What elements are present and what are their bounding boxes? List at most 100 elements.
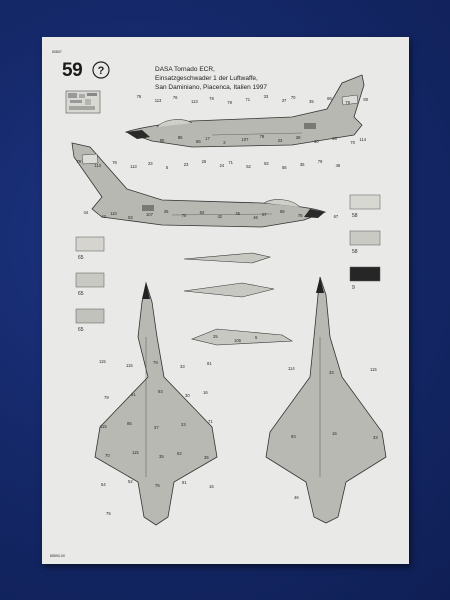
callout-number: 52	[177, 451, 182, 456]
callout-number: 46	[294, 495, 299, 501]
callout-number: 115	[99, 359, 106, 364]
swatch-5	[349, 230, 381, 246]
side-view-mirrored	[71, 142, 327, 228]
swatch-code-label: 65	[78, 291, 84, 297]
callout-number: 107	[145, 212, 153, 217]
callout-number: 75	[106, 511, 111, 516]
callout-number: 115	[126, 363, 133, 368]
callout-number: 17	[205, 136, 210, 141]
callout-number: 33	[373, 435, 378, 440]
callout-number: 110	[110, 211, 117, 216]
callout-number: 35	[309, 99, 314, 104]
callout-number: 53	[128, 215, 133, 220]
callout-number: 23	[147, 161, 153, 166]
plan-view-right	[265, 276, 387, 524]
callout-number: 5	[255, 335, 258, 340]
callout-number: 71	[208, 419, 213, 424]
svg-text:?: ?	[98, 65, 105, 77]
callout-number: 78	[209, 96, 214, 101]
callout-number: 75	[155, 483, 160, 488]
callout-number: 91	[182, 480, 187, 485]
callout-number: 106	[234, 338, 241, 343]
callout-number: 5	[165, 165, 169, 170]
callout-number: 16	[203, 390, 208, 395]
swatch-code-label: 58	[352, 213, 358, 219]
swatch-code-label: 65	[78, 327, 84, 333]
callout-number: 33	[263, 94, 269, 99]
callout-number: 76	[172, 95, 178, 100]
callout-number: 23	[181, 422, 186, 427]
callout-number: 93	[291, 434, 296, 439]
swatch-code-label: 9	[352, 285, 355, 291]
callout-number: 70	[181, 213, 187, 218]
callout-number: 82	[264, 161, 269, 166]
callout-number: 24	[219, 163, 225, 168]
swatch-code-label: 58	[352, 249, 358, 255]
callout-number: 52	[128, 479, 133, 484]
callout-number: 79	[317, 159, 323, 164]
callout-number: 25	[163, 209, 169, 214]
callout-number: 79	[153, 360, 158, 365]
callout-number: 115	[100, 424, 107, 429]
callout-number: 52	[246, 164, 251, 169]
callout-number: 63	[199, 210, 205, 215]
sheet-code-top: 50807	[52, 50, 62, 54]
callout-number: 81	[207, 361, 212, 366]
callout-number: 35	[204, 455, 209, 460]
callout-number: 93	[158, 389, 163, 394]
callout-number: 85	[177, 135, 183, 140]
sheet-code-bottom: 85593-00	[50, 554, 65, 558]
callout-number: 76	[141, 134, 147, 139]
callout-number: 78	[297, 213, 303, 218]
instruction-sheet: 50807 5 9 ?	[42, 37, 409, 564]
callout-number: 68	[279, 209, 285, 214]
callout-number: 76	[136, 94, 142, 99]
callout-number: 30	[185, 393, 190, 398]
callout-number: 79	[259, 134, 265, 139]
callout-number: 54	[101, 482, 106, 487]
callout-number: 70	[350, 140, 355, 145]
callout-number: 113	[130, 164, 137, 169]
callout-number: 79	[227, 100, 232, 105]
callout-number: 76	[112, 160, 117, 165]
swatch-6	[349, 266, 381, 282]
swatch-3	[75, 308, 105, 324]
decal-sheet-thumbnail	[65, 90, 101, 114]
callout-number: 16	[209, 484, 214, 489]
callout-number: 37	[154, 425, 159, 430]
callout-number: 87	[262, 212, 267, 217]
callout-number: 30	[314, 139, 319, 144]
callout-number: 80	[363, 97, 369, 102]
callout-number: 107	[241, 137, 249, 142]
question-icon: ?	[92, 61, 110, 79]
callout-number: 113	[94, 163, 101, 168]
callout-number: 44	[83, 210, 89, 215]
callout-number: 115	[370, 366, 377, 372]
callout-number: 2	[223, 140, 226, 145]
callout-number: 115	[132, 450, 139, 455]
callout-number: 46	[253, 215, 258, 220]
plan-view-left	[94, 281, 218, 526]
callout-number: 79	[104, 395, 109, 400]
callout-number: 23	[277, 138, 283, 143]
drawings: ?	[65, 61, 387, 526]
callout-number: 37	[281, 98, 287, 103]
callout-number: 43	[101, 214, 106, 219]
callout-number: 33	[180, 364, 185, 369]
caption: DASA Tornado ECR, Einsatzgeschwader 1 de…	[155, 66, 267, 92]
callout-number: 25	[213, 334, 218, 339]
callout-number: 56	[281, 165, 287, 170]
caption-line-3: San Daminiano, Piacenca, Italien 1997	[155, 83, 268, 91]
callout-number: 79	[76, 159, 82, 164]
callout-number: 86	[127, 421, 132, 426]
callout-number: 35	[332, 136, 337, 141]
color-swatches	[75, 194, 381, 324]
callout-number: 70	[290, 95, 296, 100]
callout-number: 114	[359, 137, 367, 142]
swatch-code-label: 65	[78, 255, 84, 261]
swatch-4	[349, 194, 381, 210]
callout-number: 61	[131, 392, 136, 397]
callout-number: 70	[105, 453, 110, 458]
callout-number: 86	[196, 139, 201, 144]
caption-line-1: DASA Tornado ECR,	[155, 66, 215, 73]
